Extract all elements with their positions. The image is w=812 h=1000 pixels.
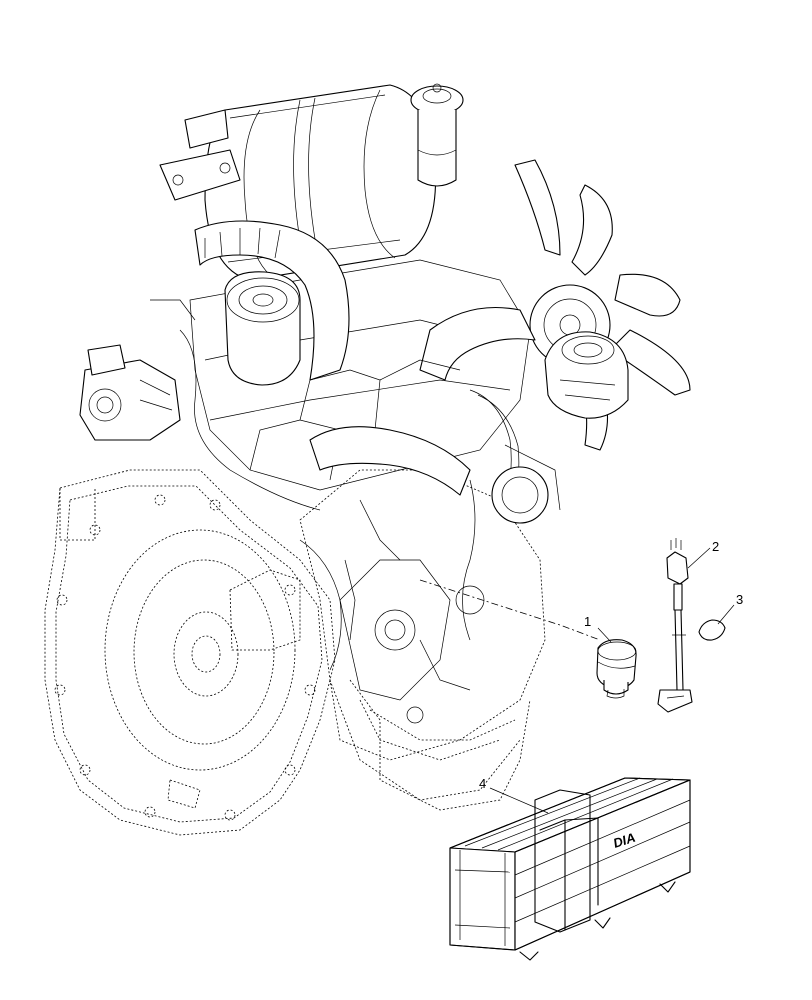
part-2-harness [657, 538, 693, 713]
install-centerline [419, 579, 601, 641]
callout-4: 4 [479, 776, 549, 814]
egr-valve [544, 331, 629, 419]
oil-pan [349, 679, 531, 811]
engine-assembly [44, 83, 691, 836]
callout-3: 3 [717, 592, 743, 625]
callout-label-4: 4 [479, 776, 486, 791]
callout-1: 1 [584, 614, 612, 643]
oil-filler-cap [410, 83, 464, 187]
flywheel-housing [44, 469, 336, 836]
callout-label-1: 1 [584, 614, 591, 629]
intake-pipe [194, 220, 350, 381]
wiring-harness [150, 299, 476, 671]
callout-label-3: 3 [736, 592, 743, 607]
callout-2: 2 [687, 539, 719, 569]
callout-label-2: 2 [712, 539, 719, 554]
fuel-filter [224, 271, 301, 386]
crate-marking: DIA [611, 830, 637, 851]
part-1-sensor [596, 639, 637, 699]
throttle-body [79, 344, 181, 441]
part-3-seal [698, 619, 726, 641]
exhaust-manifold [309, 307, 561, 524]
part-4-crate: DIA [449, 777, 691, 961]
